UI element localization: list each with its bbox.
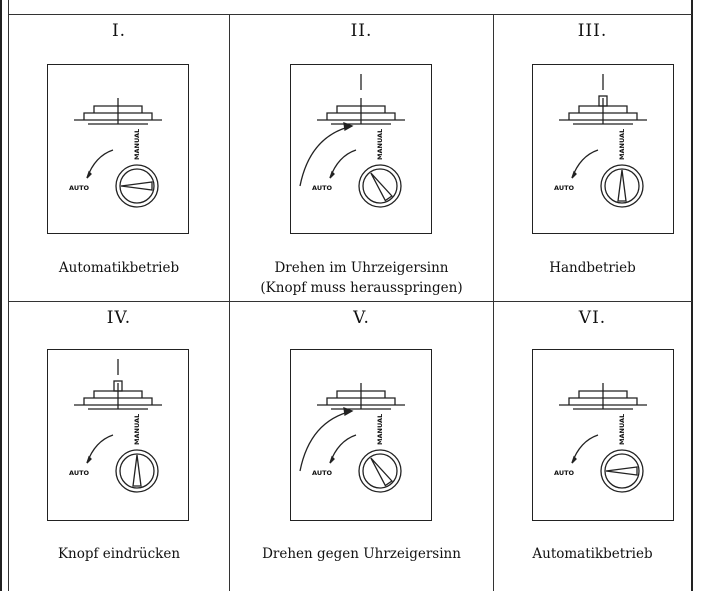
knob-diagram: AUTO MANUAL xyxy=(554,383,647,493)
diagram-panel: AUTO MANUAL xyxy=(47,349,189,521)
step-cell-1: I. AUTO MANUAL Automatikbetrieb xyxy=(9,15,229,301)
auto-label: AUTO xyxy=(312,469,333,477)
auto-label: AUTO xyxy=(312,184,333,192)
manual-label: MANUAL xyxy=(376,414,384,445)
left-border xyxy=(0,0,2,591)
step-caption-line-1: Drehen im Uhrzeigersinn xyxy=(274,260,449,276)
auto-label: AUTO xyxy=(554,184,575,192)
step-number: VI. xyxy=(578,308,607,328)
auto-label: AUTO xyxy=(69,184,90,192)
manual-label: MANUAL xyxy=(133,414,141,445)
knob-diagram: AUTO MANUAL xyxy=(299,383,405,493)
step-caption: Automatikbetrieb xyxy=(532,546,653,562)
manual-label: MANUAL xyxy=(618,414,626,445)
diagram-panel: AUTO MANUAL xyxy=(47,64,189,234)
rotation-arrow-icon xyxy=(299,122,357,187)
rotary-knob-icon xyxy=(600,164,644,208)
step-number: V. xyxy=(353,308,370,328)
diagram-panel: AUTO MANUAL xyxy=(532,349,674,521)
rotary-knob-icon xyxy=(115,449,159,493)
left-border-inner xyxy=(8,0,9,591)
step-cell-2: II. AUTO MANUAL Drehen im Uhrzeigersinn (… xyxy=(230,15,493,301)
auto-label: AUTO xyxy=(69,469,90,477)
manual-label: MANUAL xyxy=(618,129,626,160)
column-divider xyxy=(493,15,494,591)
right-border xyxy=(691,0,693,591)
knob-diagram: AUTO MANUAL xyxy=(299,74,405,208)
knob-diagram: AUTO MANUAL xyxy=(69,359,162,493)
rotation-arrow-icon xyxy=(571,434,599,464)
row-divider xyxy=(8,301,692,302)
manual-label: MANUAL xyxy=(133,129,141,160)
rotary-knob-icon xyxy=(600,449,644,493)
manual-label: MANUAL xyxy=(376,129,384,160)
auto-label: AUTO xyxy=(554,469,575,477)
push-button-icon xyxy=(559,74,647,125)
step-cell-6: VI. AUTO MANUAL Automatikbetrieb xyxy=(494,302,691,591)
row-divider xyxy=(8,14,692,15)
step-caption: Automatikbetrieb xyxy=(58,260,180,276)
column-divider xyxy=(229,15,230,591)
push-button-icon xyxy=(74,359,162,410)
knob-diagram: AUTO MANUAL xyxy=(554,74,647,208)
rotation-arrow-icon xyxy=(86,434,114,464)
step-number: I. xyxy=(111,21,127,41)
push-button-icon xyxy=(74,98,162,125)
rotation-arrow-icon xyxy=(299,407,357,472)
step-number: III. xyxy=(577,21,608,41)
step-number: IV. xyxy=(106,308,132,328)
diagram-panel: AUTO MANUAL xyxy=(290,349,432,521)
rotation-arrow-icon xyxy=(571,149,599,179)
push-button-icon xyxy=(317,383,405,410)
rotation-arrow-icon xyxy=(86,149,114,179)
step-caption: Drehen gegen Uhrzeigersinn xyxy=(262,546,461,562)
diagram-panel: AUTO MANUAL xyxy=(532,64,674,234)
push-button-icon xyxy=(317,74,405,125)
step-cell-3: III. AUTO MANUAL Handbetrieb xyxy=(494,15,691,301)
push-button-icon xyxy=(559,383,647,410)
step-caption: Knopf eindrücken xyxy=(57,546,181,562)
step-number: II. xyxy=(350,21,373,41)
step-cell-5: V. AUTO MANUAL Drehen gegen Uhrzeigersinn xyxy=(230,302,493,591)
rotary-knob-icon xyxy=(358,164,402,208)
rotary-knob-icon xyxy=(358,449,402,493)
step-caption: Handbetrieb xyxy=(549,260,636,276)
diagram-panel: AUTO MANUAL xyxy=(290,64,432,234)
rotary-knob-icon xyxy=(115,164,159,208)
step-caption-line-2: (Knopf muss herausspringen) xyxy=(260,280,463,296)
knob-diagram: AUTO MANUAL xyxy=(69,98,162,208)
step-cell-4: IV. AUTO MANUAL Knopf eindrücken xyxy=(9,302,229,591)
